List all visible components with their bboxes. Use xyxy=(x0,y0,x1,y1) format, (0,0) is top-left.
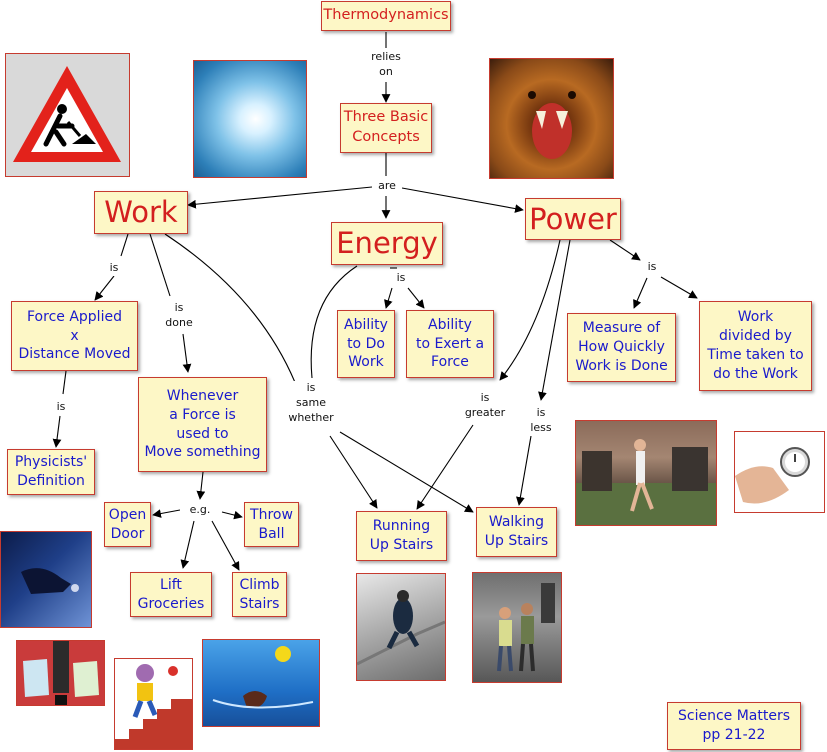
arrow-same-walking xyxy=(339,431,474,513)
stopwatch-icon xyxy=(735,447,810,504)
arrow-isdone-whenever xyxy=(182,333,192,373)
arrow-eg-climb xyxy=(211,520,240,571)
link-eg: e.g. xyxy=(180,503,220,518)
line-energy-same xyxy=(310,265,358,379)
work-node[interactable]: Work xyxy=(94,191,188,234)
lift-groceries-node[interactable]: Lift Groceries xyxy=(130,572,212,617)
line-work-isdone xyxy=(149,233,171,297)
swimmer-pool-image xyxy=(202,639,320,727)
force-applied-node[interactable]: Force Applied x Distance Moved xyxy=(11,301,138,371)
link-is-same-whether: is same whether xyxy=(282,381,340,426)
arrow-is-ability-work xyxy=(384,287,393,309)
arrow-power-is xyxy=(609,239,641,261)
measure-quickly-node[interactable]: Measure of How Quickly Work is Done xyxy=(567,313,676,382)
thermodynamics-node[interactable]: Thermodynamics xyxy=(321,1,451,31)
arrow-power-greater xyxy=(499,239,561,381)
arrow-eg-open xyxy=(152,509,181,518)
roaring-lion-image xyxy=(489,58,614,179)
arrow-is-physicists xyxy=(52,415,62,448)
arrow-power-less xyxy=(538,239,571,401)
walking-up-stairs-node[interactable]: Walking Up Stairs xyxy=(476,507,557,557)
arrow-greater-running xyxy=(416,424,474,510)
arrow-is-measure xyxy=(633,277,648,309)
energy-node[interactable]: Energy xyxy=(331,222,443,265)
link-are: are xyxy=(372,179,402,194)
line-work-is xyxy=(120,233,129,257)
link-is-less: is less xyxy=(524,406,558,436)
work-divided-node[interactable]: Work divided by Time taken to do the Wor… xyxy=(699,301,812,391)
arrow-are-work xyxy=(187,186,373,209)
link-work-is: is xyxy=(104,261,124,276)
hand-opening-door-image xyxy=(0,531,92,628)
link-force-is: is xyxy=(51,400,71,415)
arrow-are-power xyxy=(401,187,524,213)
arrow-work-same xyxy=(164,233,302,396)
arrow-is-ability-force xyxy=(407,287,425,309)
arrow-is-divided xyxy=(660,276,698,299)
arrow-whenever-eg xyxy=(196,471,206,500)
runner-icon xyxy=(576,439,716,525)
link-energy-is: is xyxy=(391,271,411,286)
lion-icon xyxy=(528,91,576,159)
arrow-eg-lift xyxy=(180,520,195,569)
light-burst-image xyxy=(193,60,307,178)
link-relies-on: relies on xyxy=(364,50,408,80)
road-works-icon xyxy=(13,66,121,162)
arrow-is-force xyxy=(94,275,115,301)
power-node[interactable]: Power xyxy=(525,198,621,240)
grocery-bags-icon xyxy=(23,641,99,705)
stair-walkers-icon xyxy=(497,583,555,672)
climb-stairs-node[interactable]: Climb Stairs xyxy=(232,572,287,617)
link-is-greater: is greater xyxy=(456,391,514,421)
whenever-force-node[interactable]: Whenever a Force is used to Move somethi… xyxy=(138,377,267,472)
swimmer-icon xyxy=(212,646,314,709)
running-stairs-photo xyxy=(356,573,446,681)
grocery-bags-image xyxy=(16,640,105,706)
running-up-stairs-node[interactable]: Running Up Stairs xyxy=(356,511,447,561)
arrow-eg-throw xyxy=(221,510,243,520)
physicists-definition-node[interactable]: Physicists' Definition xyxy=(7,449,95,495)
road-works-sign-image xyxy=(5,53,130,177)
link-power-is: is xyxy=(642,260,662,275)
walking-stairs-photo xyxy=(472,572,562,683)
running-race-image xyxy=(575,420,717,526)
cartoon-climber-icon xyxy=(115,664,192,749)
science-matters-node[interactable]: Science Matters pp 21-22 xyxy=(667,702,801,750)
ability-to-exert-force-node[interactable]: Ability to Exert a Force xyxy=(406,310,494,378)
three-basic-concepts-node[interactable]: Three Basic Concepts xyxy=(340,103,432,153)
stair-runner-icon xyxy=(357,590,445,666)
throw-ball-node[interactable]: Throw Ball xyxy=(244,502,299,547)
door-hand-icon xyxy=(21,568,79,594)
link-is-done: is done xyxy=(162,301,196,331)
stopwatch-image xyxy=(734,431,825,513)
cartoon-climbing-image xyxy=(114,658,193,750)
line-force-is xyxy=(62,370,67,395)
open-door-node[interactable]: Open Door xyxy=(104,502,151,547)
ability-to-do-work-node[interactable]: Ability to Do Work xyxy=(337,310,395,378)
arrow-less-walking xyxy=(516,435,532,506)
arrow-same-running xyxy=(329,435,378,509)
